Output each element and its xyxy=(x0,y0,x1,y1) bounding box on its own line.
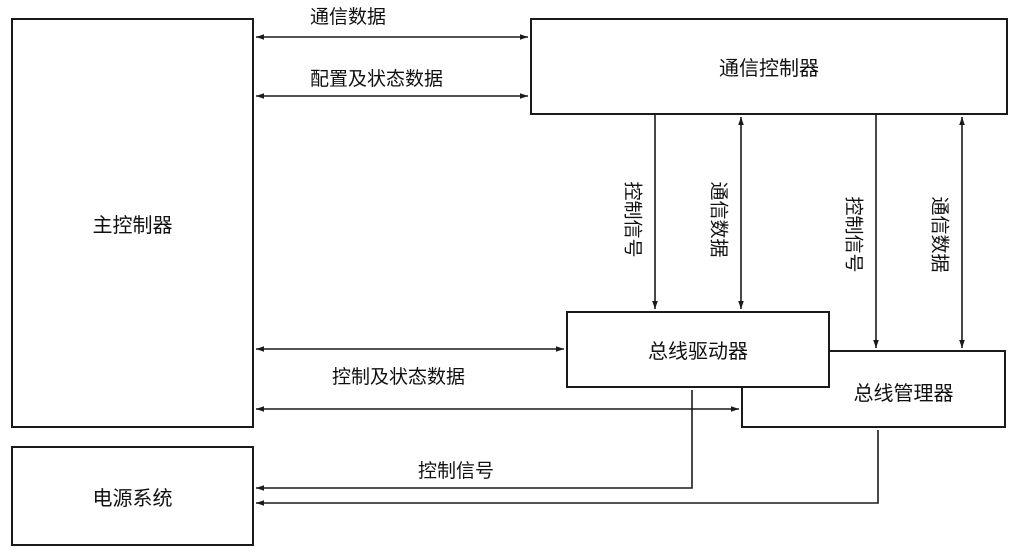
main-controller-box: 主控制器 xyxy=(11,18,254,428)
comm-data-v2-label: 通信数据 xyxy=(928,196,951,273)
comm-controller-box: 通信控制器 xyxy=(530,18,1008,115)
bus-driver-box: 总线驱动器 xyxy=(566,311,830,388)
bus-manager-label: 总线管理器 xyxy=(853,380,954,405)
control-signal-v2-label: 控制信号 xyxy=(842,196,865,273)
bus-driver-label: 总线驱动器 xyxy=(648,339,748,363)
control-signal-v1-label: 控制信号 xyxy=(621,181,644,258)
bus-manager-box: 总线管理器 xyxy=(741,350,1006,428)
driver-to-power-line xyxy=(256,390,693,491)
control-signal-bottom-label: 控制信号 xyxy=(418,460,495,482)
control-status-data-label: 控制及状态数据 xyxy=(332,366,466,388)
power-system-box: 电源系统 xyxy=(11,446,254,546)
main-controller-label: 主控制器 xyxy=(92,212,173,237)
comm-data-v1-label: 通信数据 xyxy=(707,181,730,258)
comm-controller-label: 通信控制器 xyxy=(719,56,819,80)
power-system-label: 电源系统 xyxy=(92,485,173,510)
config-status-data-label: 配置及状态数据 xyxy=(310,68,444,90)
comm-data-top-label: 通信数据 xyxy=(310,6,387,28)
manager-to-power-line xyxy=(256,430,879,506)
